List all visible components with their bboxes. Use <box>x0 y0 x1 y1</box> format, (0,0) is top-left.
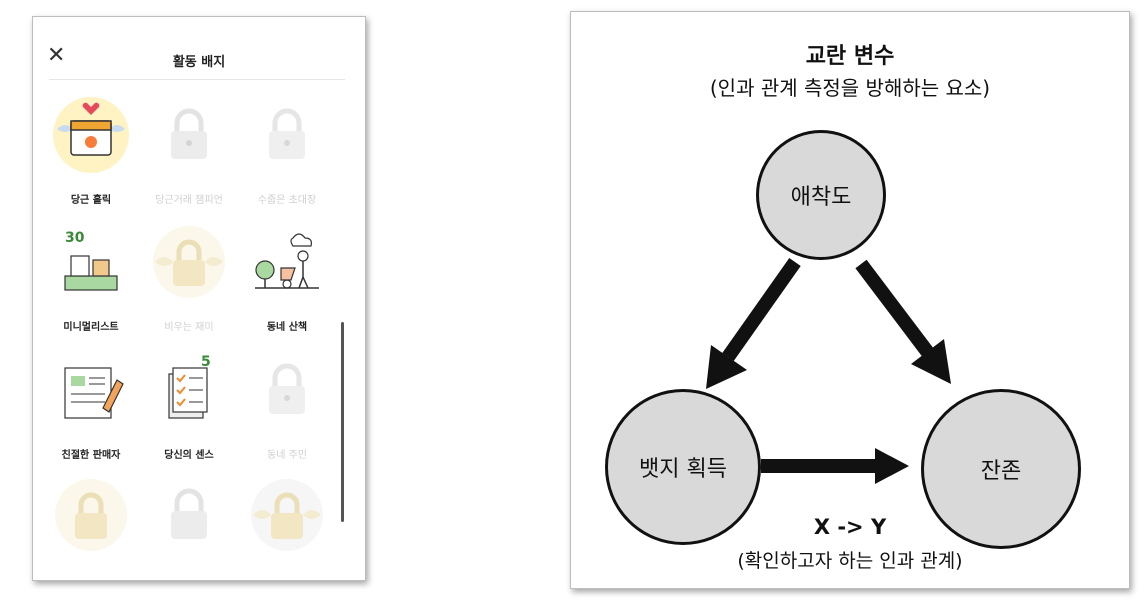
minimalist-boxes-icon: 30 <box>64 230 118 291</box>
badge-label: 동네 주민 <box>267 450 307 461</box>
badge-item[interactable]: 30 미니멀리스트 <box>43 222 139 348</box>
badge-screen: ✕ 활동 배지 당근 홀릭 당근거래 챔피언 수줍은 초대장 <box>32 16 366 581</box>
arrowhead-confounder-to-outcome <box>911 339 951 384</box>
badge-item[interactable]: 당근거래 챔피언 <box>141 95 237 221</box>
neighborhood-walk-icon <box>255 233 319 289</box>
lock-icon <box>55 479 127 551</box>
badge-item[interactable]: 동네 산책 <box>239 222 335 348</box>
scrollbar[interactable] <box>341 322 344 522</box>
badge-item[interactable]: 친절한 판매자 <box>43 350 139 476</box>
arrowhead-treatment-to-outcome <box>875 448 909 484</box>
badge-label: 친절한 판매자 <box>61 450 121 461</box>
lock-icon <box>251 479 323 551</box>
badge-label: 미니멀리스트 <box>63 322 119 333</box>
badge-label: 당근 홀릭 <box>70 195 112 206</box>
badge-item[interactable] <box>141 475 237 580</box>
header-divider <box>49 79 345 80</box>
page-title: 활동 배지 <box>172 55 226 70</box>
badge-item[interactable] <box>43 475 139 580</box>
badge-label: 비우는 재미 <box>164 322 214 333</box>
lock-icon <box>153 226 225 298</box>
node-outcome: 잔존 <box>921 389 1081 549</box>
calendar-heart-icon <box>53 97 129 173</box>
svg-text:5: 5 <box>201 354 211 370</box>
header: ✕ 활동 배지 <box>33 17 365 97</box>
arrow-confounder-to-outcome <box>855 259 935 359</box>
svg-text:30: 30 <box>65 230 85 246</box>
node-label: 뱃지 획득 <box>639 457 727 482</box>
arrows <box>706 257 951 484</box>
kind-seller-icon <box>64 367 124 419</box>
diagram-subtitle: (인과 관계 측정을 방해하는 요소) <box>709 76 991 100</box>
badge-item[interactable]: 수줍은 초대장 <box>239 95 335 221</box>
lock-icon <box>269 108 305 159</box>
arrowhead-confounder-to-treatment <box>706 345 747 389</box>
causal-diagram: 교란 변수 (인과 관계 측정을 방해하는 요소) 애착도 뱃지 획득 잔존 X… <box>570 11 1130 589</box>
badge-label: 수줍은 초대장 <box>257 195 317 206</box>
diagram-title: 교란 변수 <box>805 44 895 69</box>
badge-label: 동네 산책 <box>266 322 308 333</box>
close-icon[interactable]: ✕ <box>47 43 66 68</box>
badge-label: 당근거래 챔피언 <box>155 195 223 206</box>
badge-label: 당신의 센스 <box>164 450 214 461</box>
lock-icon <box>269 363 305 414</box>
lock-icon <box>171 488 207 539</box>
lock-icon <box>171 108 207 159</box>
node-treatment: 뱃지 획득 <box>605 389 761 545</box>
node-label: 애착도 <box>790 185 852 210</box>
relation-label: X -> Y <box>813 515 887 539</box>
badge-item[interactable] <box>239 475 335 580</box>
badge-item[interactable]: 동네 주민 <box>239 350 335 476</box>
badge-item[interactable]: 당근 홀릭 <box>43 95 139 221</box>
node-label: 잔존 <box>980 459 1022 484</box>
badge-item[interactable]: 5 당신의 센스 <box>141 350 237 476</box>
arrow-confounder-to-treatment <box>722 257 801 362</box>
node-confounder: 애착도 <box>756 130 886 260</box>
relation-subtitle: (확인하고자 하는 인과 관계) <box>737 550 963 572</box>
checklist-icon: 5 <box>168 354 211 419</box>
badge-item[interactable]: 비우는 재미 <box>141 222 237 348</box>
